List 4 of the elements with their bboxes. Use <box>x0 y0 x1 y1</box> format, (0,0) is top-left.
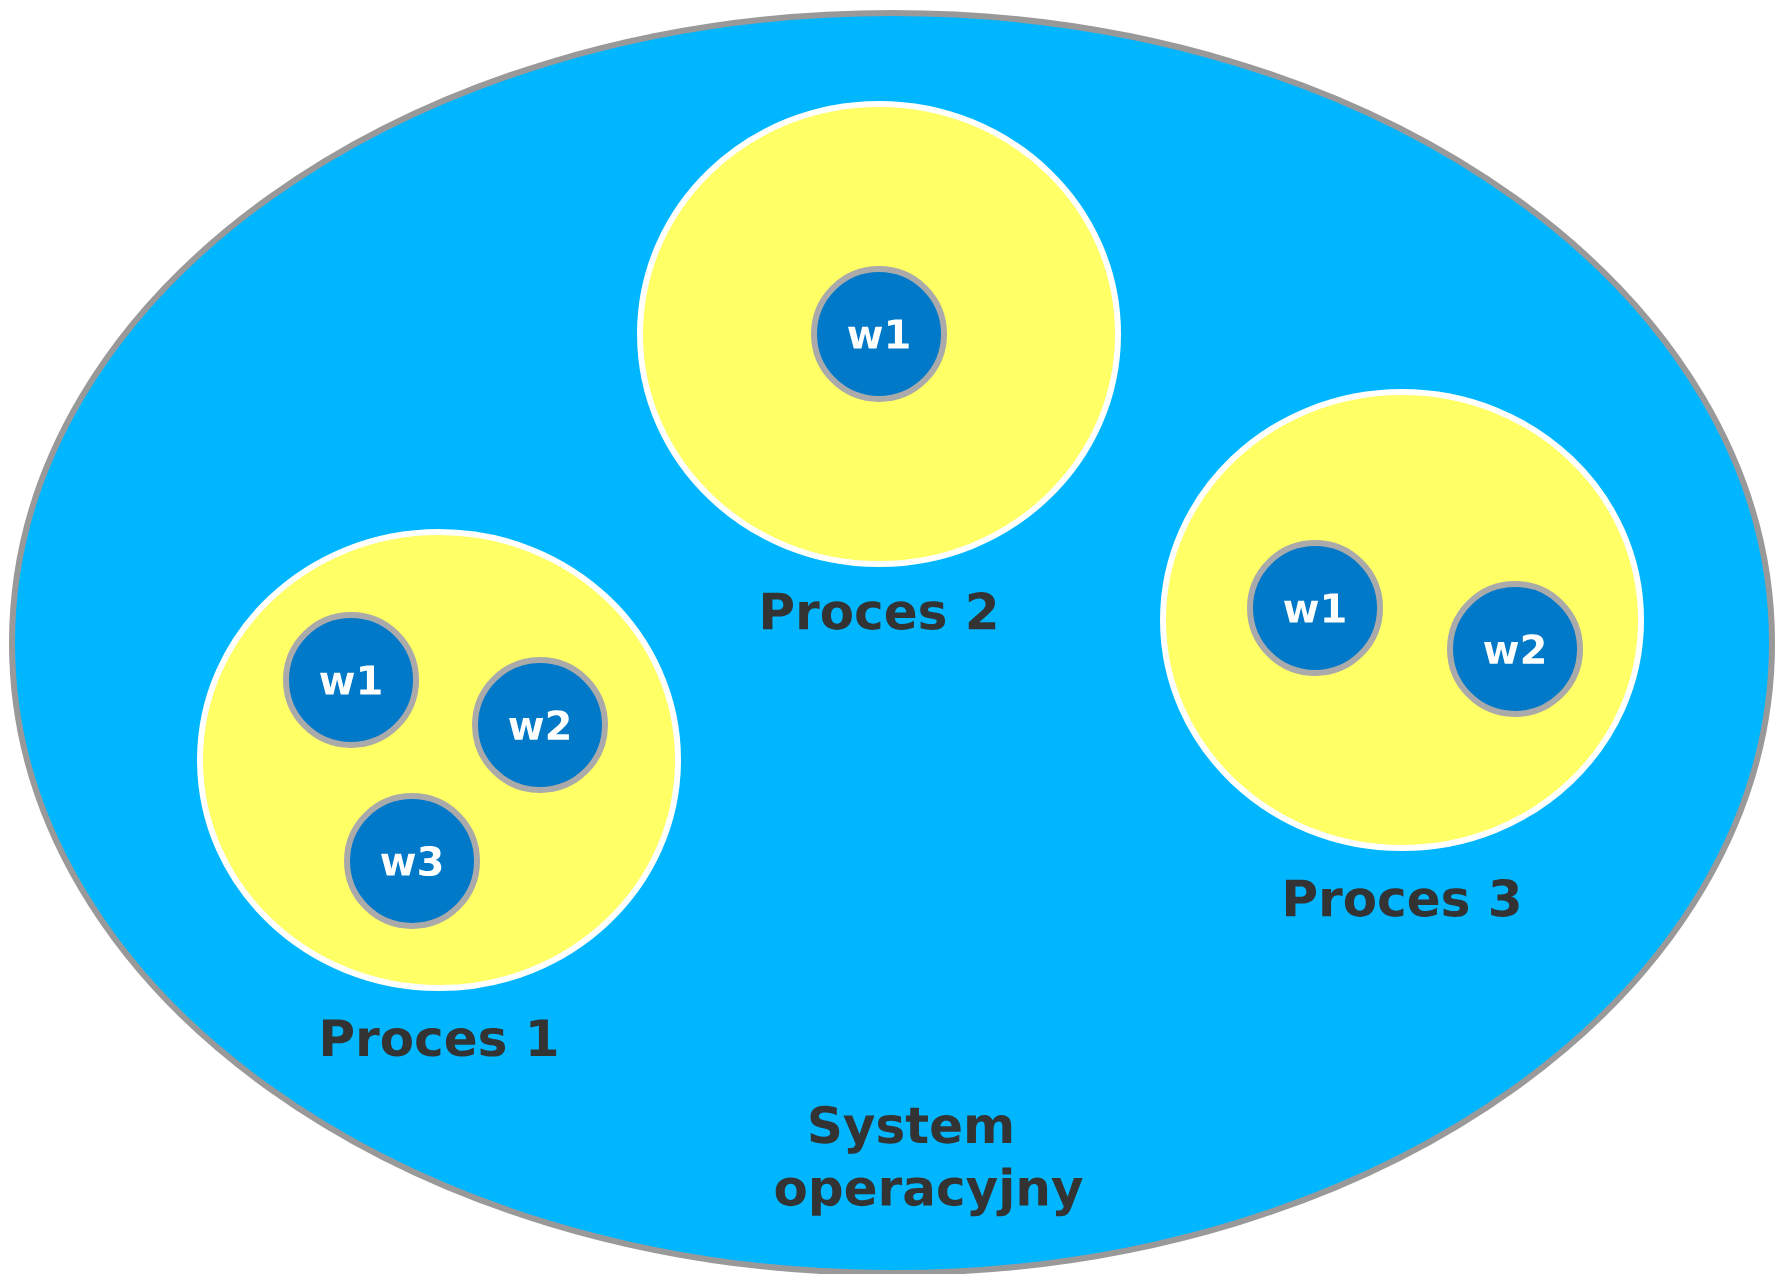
node-label: Proces 2 <box>763 592 996 630</box>
node-label: Proces 1 <box>323 1019 557 1057</box>
system-label: System operacyjny <box>775 1105 1083 1217</box>
node-label: Proces 3 <box>1286 879 1519 917</box>
